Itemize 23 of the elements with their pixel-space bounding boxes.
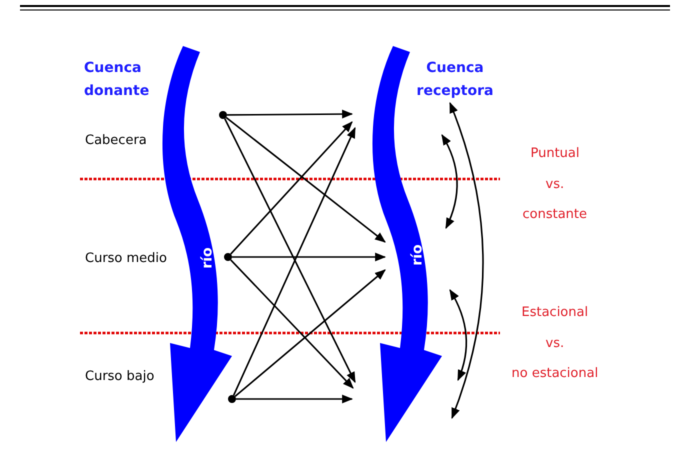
basin-title: Cuenca receptora [416,59,494,101]
river-label: río [409,244,426,266]
arrow [236,394,354,404]
arrow [227,110,354,118]
comparison-label: Puntual [530,146,580,162]
comparison-label: vs. [546,177,564,193]
comparison-label: no estacional [512,366,598,382]
basin-title: Cuenca donante [84,59,150,101]
comparison-label: constante [522,207,588,223]
arrow [230,121,353,255]
dot [219,111,227,119]
comparison-label: vs. [546,336,564,352]
river-label: río [199,247,216,269]
section-label: Cabecera [85,133,147,149]
comparison-label: Estacional [522,305,588,321]
section-label: Curso bajo [85,369,154,385]
section-label: Curso medio [85,251,167,267]
arrow [234,269,386,398]
arrow [226,116,386,243]
dot [228,395,236,403]
dot [224,253,232,261]
arrow [232,252,386,262]
arrow [230,259,354,389]
